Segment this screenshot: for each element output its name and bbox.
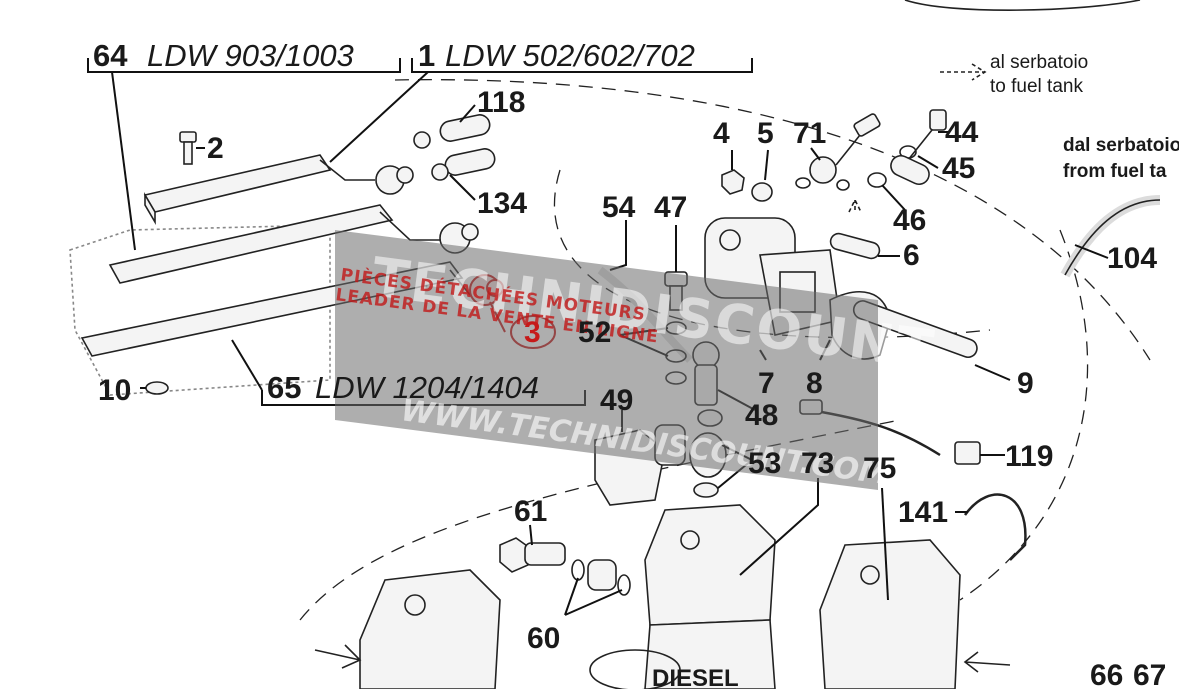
callout-104: 104	[1107, 242, 1157, 275]
callout-75: 75	[863, 452, 896, 485]
callout-48: 48	[745, 399, 778, 432]
callout-67: 67	[1133, 659, 1166, 689]
fuel-filter-right-drawing	[819, 539, 961, 689]
filter-bowl-rim	[589, 649, 681, 689]
callout-3: 3	[524, 316, 541, 349]
model-64-number: 64	[93, 38, 128, 73]
fuel-pipe-104-outline	[1064, 199, 1161, 276]
banjo-bolt-61-drawing	[499, 537, 566, 573]
callout-73: 73	[801, 447, 834, 480]
top-part-fragment	[904, 0, 1141, 11]
note-to-tank-it: al serbatoio	[990, 52, 1088, 73]
callout-71: 71	[793, 117, 826, 150]
banjo-fitting-71-drawing	[795, 113, 881, 191]
bolt-2-drawing	[179, 131, 197, 165]
callout-2: 2	[207, 132, 224, 165]
filter-diesel-label: DIESEL	[652, 665, 739, 689]
callout-49: 49	[600, 384, 633, 417]
washer-5-drawing	[751, 182, 773, 202]
model-1-number: 1	[418, 38, 435, 73]
model-65-name: LDW 1204/1404	[315, 370, 539, 405]
callout-118: 118	[477, 86, 525, 119]
washers-60-drawing	[571, 559, 631, 596]
flow-arrows	[314, 63, 1011, 673]
fuel-filter-left-drawing	[359, 569, 501, 689]
callout-141: 141	[898, 496, 948, 529]
callout-7: 7	[758, 367, 775, 400]
nut-4-drawing	[721, 169, 745, 195]
dashed-outline-right	[959, 229, 1089, 601]
callout-8: 8	[806, 367, 823, 400]
callout-9: 9	[1017, 367, 1034, 400]
callout-54: 54	[602, 191, 636, 224]
callout-4: 4	[713, 117, 730, 150]
valve-fitting-upper	[375, 165, 414, 195]
model-64-name: LDW 903/1003	[147, 38, 354, 73]
fuel-rail-1	[143, 154, 375, 225]
callout-134: 134	[477, 187, 527, 220]
pin-6-drawing	[829, 232, 881, 260]
model-65-number: 65	[267, 370, 301, 405]
note-from-tank-it: dal serbatoio	[1063, 135, 1179, 156]
bolt-44-drawing	[867, 109, 947, 188]
model-1-name: LDW 502/602/702	[445, 38, 695, 73]
callout-45: 45	[942, 152, 975, 185]
fuel-filter-center-drawing	[644, 504, 776, 689]
hose-pair-drawing	[413, 114, 496, 181]
bracket-1	[411, 58, 753, 73]
note-from-tank-en: from fuel ta	[1063, 161, 1167, 182]
bracket-64	[87, 58, 401, 73]
callout-47: 47	[654, 191, 687, 224]
callout-61: 61	[514, 495, 547, 528]
callout-66: 66	[1090, 659, 1123, 689]
callout-53: 53	[748, 447, 781, 480]
watermark: TECHNIDISCOUNT PIÈCES DÉTACHÉES MOTEURS …	[334, 230, 939, 492]
callout-44: 44	[945, 116, 979, 149]
callout-52: 52	[578, 316, 611, 349]
callout-119: 119	[1005, 440, 1053, 473]
note-to-tank-en: to fuel tank	[990, 76, 1083, 97]
callout-60: 60	[527, 622, 560, 655]
clip-141-drawing	[963, 493, 1027, 561]
callout-10: 10	[98, 374, 131, 407]
callout-6: 6	[903, 239, 920, 272]
washer-10-drawing	[145, 381, 169, 395]
callout-46: 46	[893, 204, 926, 237]
callout-5: 5	[757, 117, 774, 150]
